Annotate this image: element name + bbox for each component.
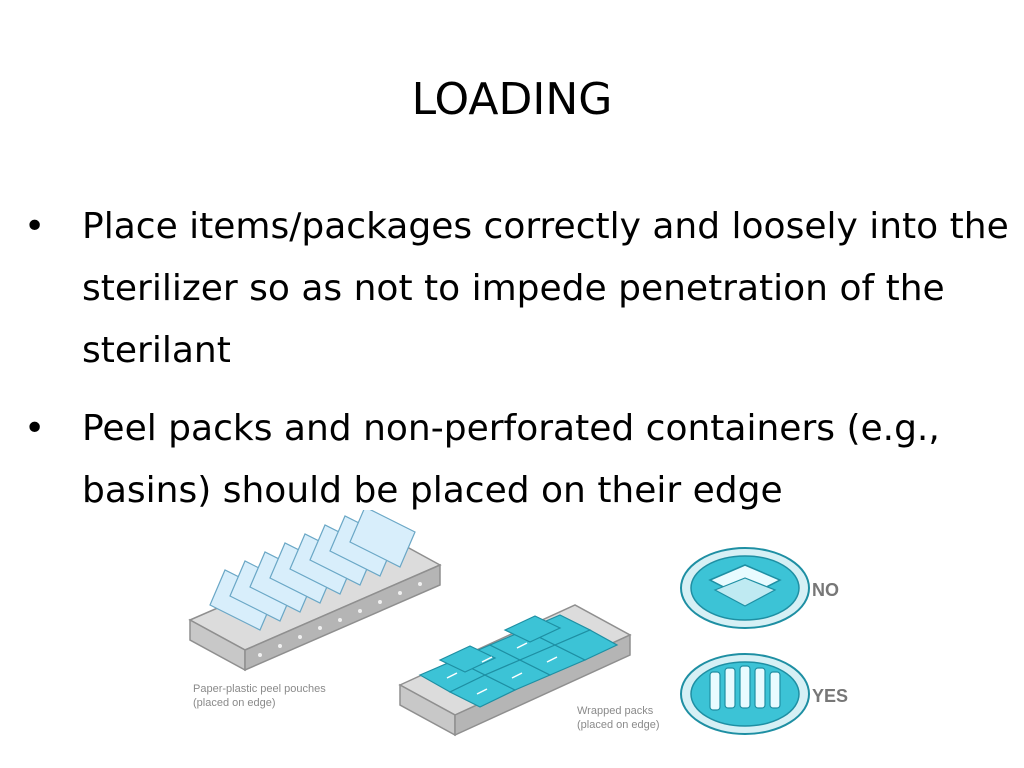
bullet-marker: • xyxy=(24,408,46,449)
bullet-text: Peel packs and non-perforated containers… xyxy=(82,408,940,511)
left-caption-line-1: Paper-plastic peel pouches xyxy=(193,683,326,695)
no-label: NO xyxy=(812,580,839,600)
bullet-list: • Place items/packages correctly and loo… xyxy=(24,196,1014,538)
no-example-basin xyxy=(680,547,810,629)
left-caption-line-2: (placed on edge) xyxy=(193,697,276,709)
loading-illustration: Paper-plastic peel pouches (placed on ed… xyxy=(188,510,848,737)
slide-title: LOADING xyxy=(411,74,613,125)
right-caption-line-2: (placed on edge) xyxy=(577,719,660,731)
bullet-item: • Place items/packages correctly and loo… xyxy=(24,196,1014,382)
bullet-text: Place items/packages correctly and loose… xyxy=(82,206,1009,371)
right-caption-line-1: Wrapped packs xyxy=(577,705,654,717)
bullet-marker: • xyxy=(24,206,46,247)
bullet-item: • Peel packs and non-perforated containe… xyxy=(24,398,1014,522)
yes-label: YES xyxy=(812,686,848,706)
peel-pouch-tray xyxy=(188,510,442,672)
yes-example-basin xyxy=(680,653,810,735)
wrapped-pack-tray xyxy=(398,604,632,737)
